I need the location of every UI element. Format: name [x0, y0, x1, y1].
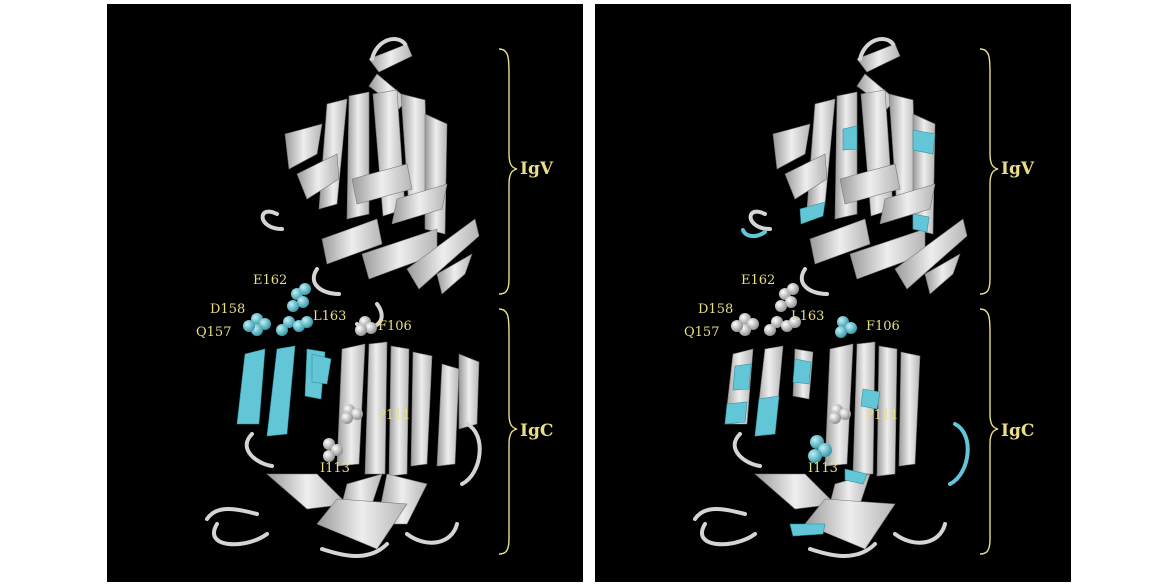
residue-label-d158: D158	[698, 302, 734, 317]
residue-label-d158: D158	[210, 302, 246, 317]
domain-label-igv: IgV	[520, 159, 554, 179]
residue-spheres-right	[731, 283, 857, 463]
domain-brackets-left	[498, 48, 518, 555]
residue-spheres-left	[243, 283, 377, 462]
protein-ribbon-left	[205, 37, 518, 558]
residue-label-e162: E162	[741, 273, 776, 288]
domain-brackets-right	[979, 48, 999, 555]
domain-label-igc: IgC	[520, 421, 554, 441]
residue-label-l163: L163	[791, 309, 825, 324]
residue-label-p111: P111	[377, 408, 411, 423]
residue-label-i113: I113	[320, 461, 350, 476]
protein-ribbon-right	[693, 37, 999, 558]
residue-label-p111: P111	[865, 408, 899, 423]
residue-label-f106: F106	[378, 319, 412, 334]
residue-label-i113: I113	[808, 461, 838, 476]
structure-panel-right: E162 D158 L163 Q157 F106 P111 I113 IgV I…	[595, 4, 1071, 582]
residue-label-e162: E162	[253, 273, 288, 288]
residue-label-f106: F106	[866, 319, 900, 334]
domain-label-igv: IgV	[1001, 159, 1035, 179]
residue-label-q157: Q157	[684, 325, 720, 340]
residue-label-q157: Q157	[196, 325, 232, 340]
domain-label-igc: IgC	[1001, 421, 1035, 441]
residue-label-l163: L163	[313, 309, 347, 324]
structure-panel-left: E162 D158 L163 Q157 F106 P111 I113 IgV I…	[107, 4, 583, 582]
